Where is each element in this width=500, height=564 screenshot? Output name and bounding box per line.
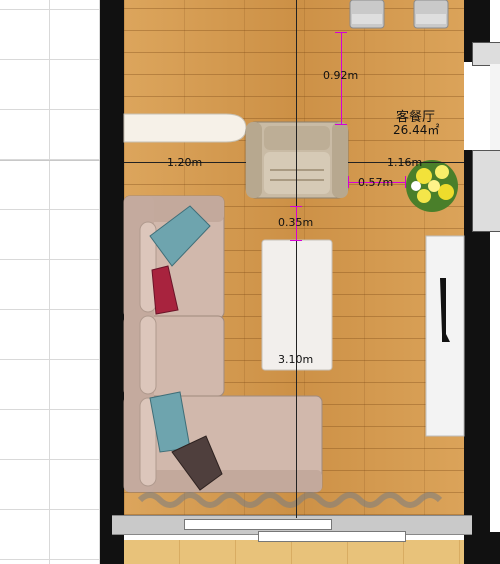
dimension-marker-table xyxy=(296,206,297,240)
dimension-label-plant: 0.57m xyxy=(358,176,394,189)
dimension-marker-top xyxy=(341,32,342,124)
right-wall-corner xyxy=(464,532,500,564)
grid-axis-line xyxy=(0,160,100,161)
dimension-tick xyxy=(290,206,302,207)
dimension-label-depth: 3.10m xyxy=(278,353,314,366)
dimension-tick xyxy=(335,32,347,33)
pillow-dark xyxy=(171,435,223,491)
dining-chair[interactable] xyxy=(349,0,385,29)
dimension-tick xyxy=(290,240,302,241)
dimension-label-left: 1.20m xyxy=(167,156,203,169)
left-dimension-line xyxy=(124,162,246,163)
coffee-table[interactable] xyxy=(261,239,333,371)
center-vertical-dimension-line xyxy=(296,0,297,518)
potted-plant[interactable] xyxy=(406,160,458,212)
right-dimension-line xyxy=(348,162,464,163)
left-wall-corner xyxy=(100,532,124,564)
balcony-floor-tiles xyxy=(124,540,464,564)
dimension-label-right: 1.16m xyxy=(387,156,423,169)
door-frame-top xyxy=(472,42,500,66)
window-pane-left xyxy=(184,519,332,530)
room-area: 26.44㎡ xyxy=(393,123,440,137)
left-wall xyxy=(100,0,124,564)
armchair[interactable] xyxy=(245,121,349,199)
dining-chair[interactable] xyxy=(413,0,449,29)
door-frame-bottom xyxy=(472,150,500,232)
pillow-teal xyxy=(149,205,211,267)
canvas-grid xyxy=(0,0,100,564)
dimension-tick xyxy=(405,176,406,188)
dimension-marker-plant xyxy=(348,182,406,183)
doorway-opening xyxy=(490,64,500,150)
curtain xyxy=(137,492,443,508)
dimension-tick xyxy=(348,176,349,188)
dimension-tick xyxy=(335,124,347,125)
tv-cabinet[interactable] xyxy=(425,235,465,437)
white-bench[interactable] xyxy=(123,113,247,143)
pillow-floral xyxy=(151,265,179,315)
dimension-label-table: 0.35m xyxy=(278,216,314,229)
room-name: 客餐厅 xyxy=(396,110,436,125)
dimension-label-top: 0.92m xyxy=(323,69,359,82)
window-pane-right xyxy=(258,531,406,542)
